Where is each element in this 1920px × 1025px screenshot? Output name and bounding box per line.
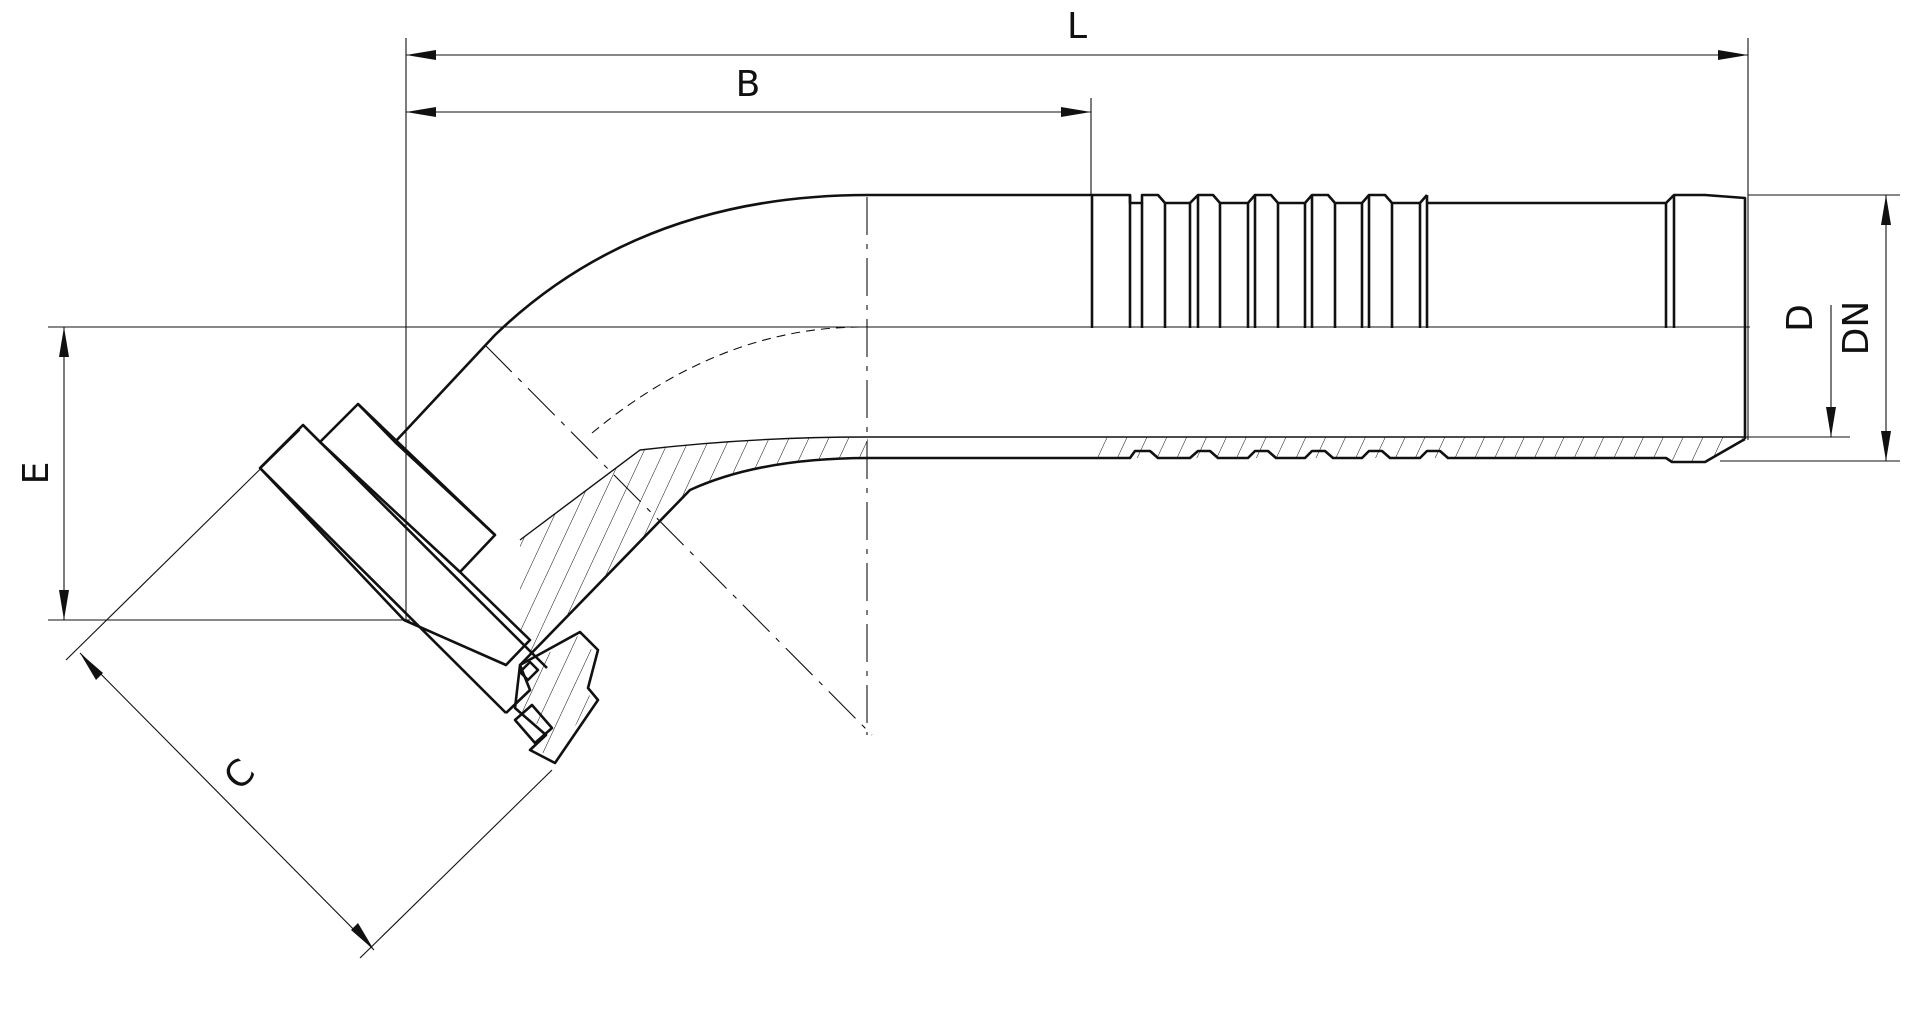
dimension-label-C: C <box>216 751 263 798</box>
center-lines <box>484 197 873 736</box>
dimension-label-B: B <box>736 64 761 105</box>
dimension-DN: DN <box>1720 194 1900 462</box>
dimension-E: E <box>16 326 1750 621</box>
dimension-label-DN: DN <box>1836 301 1877 356</box>
dimension-label-D: D <box>1780 304 1821 332</box>
dimension-label-E: E <box>16 462 57 485</box>
flange-head <box>258 402 600 765</box>
dimension-C: C <box>65 429 553 959</box>
fitting-body <box>394 193 1092 666</box>
hose-tail <box>1090 193 1747 464</box>
dimension-B: B <box>406 64 1092 195</box>
dimension-D: D <box>1725 304 1850 438</box>
dimension-label-L: L <box>1067 6 1087 47</box>
